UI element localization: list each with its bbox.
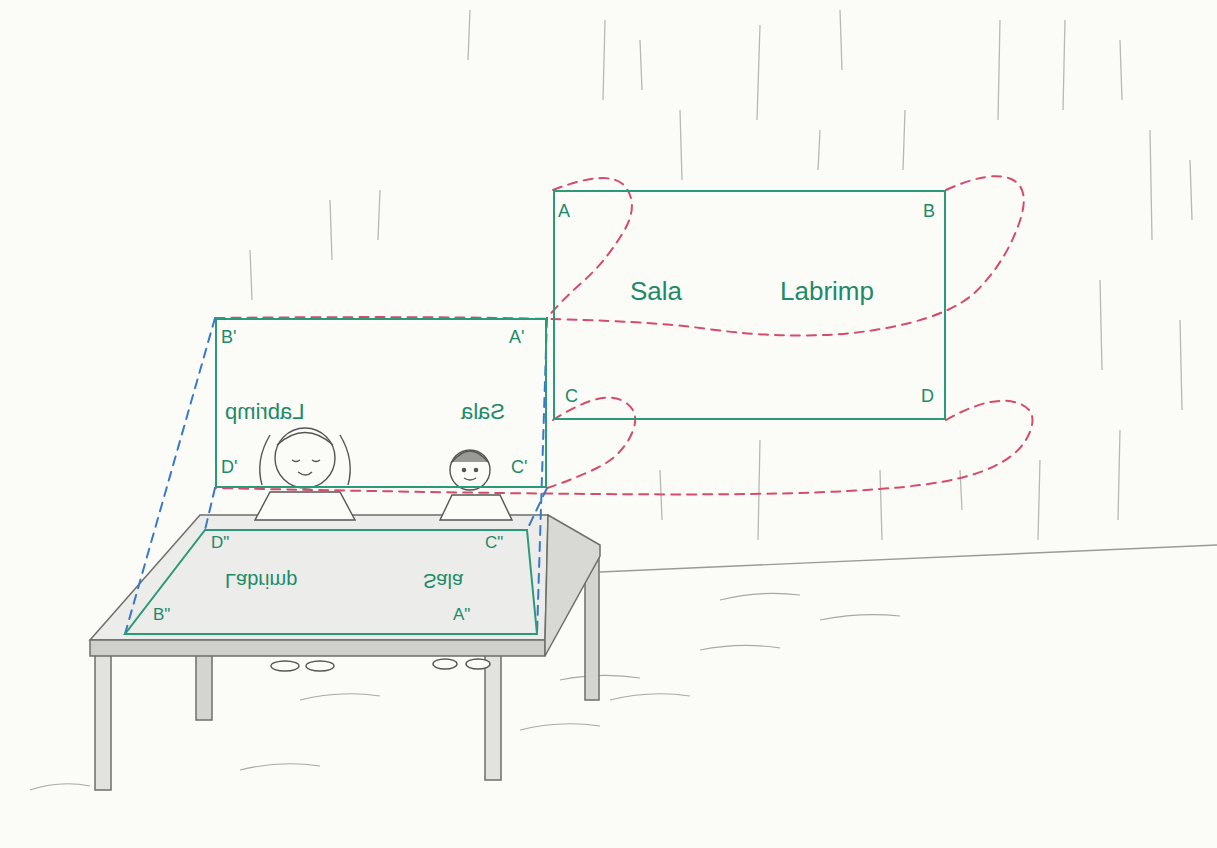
correspondence-line: [547, 178, 632, 318]
corner-letter: A: [558, 202, 570, 222]
correspondence-line: [215, 401, 1032, 495]
correspondence-line: [205, 488, 215, 530]
corner-letter: B: [923, 202, 935, 222]
sign-text: Labrimp: [225, 400, 304, 424]
correspondence-line: [547, 398, 635, 489]
correspondence-line: [125, 318, 215, 634]
wall-strokes: [250, 10, 1192, 540]
corner-letter: D': [221, 458, 237, 478]
parallelogram-outline: [123, 528, 540, 636]
table-image: D" C" Labrimp SalaB" A": [123, 528, 540, 636]
corner-letter: A': [509, 328, 524, 348]
table: [90, 515, 600, 790]
outline: [125, 530, 537, 634]
mirror-image: B' A' Labrimp SalaD' C': [215, 318, 547, 488]
corner-letter: C': [511, 458, 527, 478]
corner-letter: B": [153, 606, 170, 625]
sign-text: Labrimp: [780, 277, 874, 306]
sign-text: Sala: [461, 400, 505, 424]
wall-sign: A B Sala LabrimpC D: [553, 190, 946, 420]
sign-text: Sala: [630, 277, 682, 306]
correspondence-line: [215, 176, 1024, 335]
corner-letter: A": [453, 606, 470, 625]
sign-text: Sala: [423, 570, 463, 592]
floor-strokes: [30, 593, 900, 790]
corner-letter: B': [221, 328, 236, 348]
sign-text: Labrimp: [225, 570, 297, 592]
corner-letter: D: [921, 387, 934, 407]
corner-letter: C": [485, 534, 503, 553]
floor-line: [600, 545, 1217, 572]
correspondence-line: [527, 488, 547, 530]
corner-letter: C: [565, 387, 578, 407]
corner-letter: D": [211, 534, 229, 553]
